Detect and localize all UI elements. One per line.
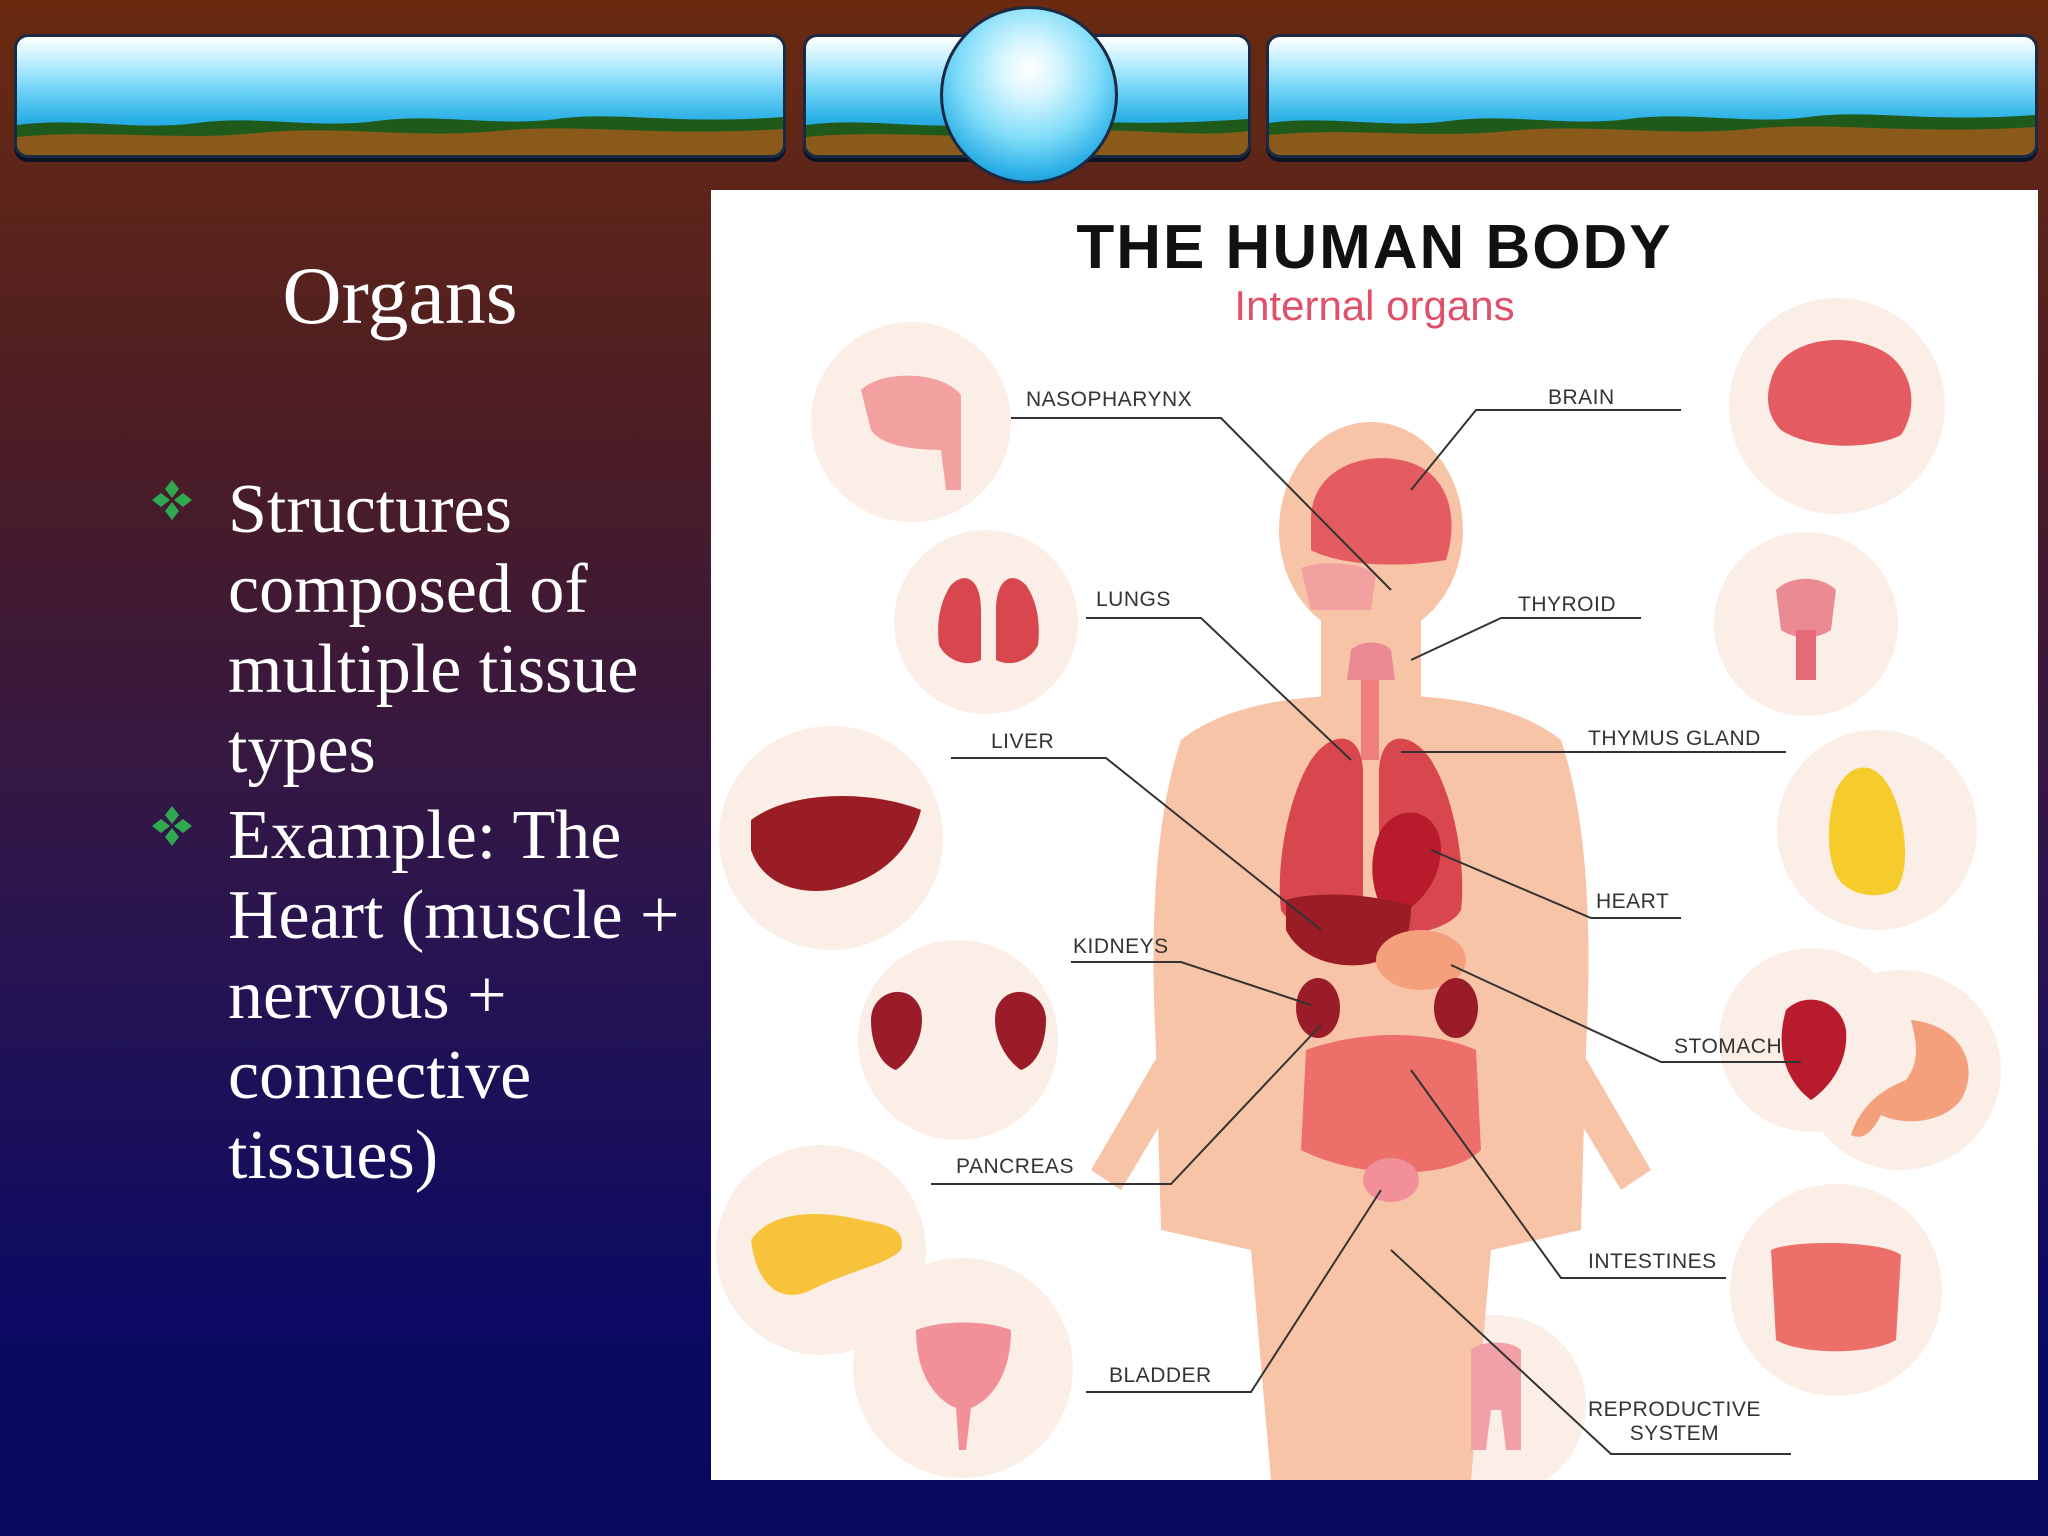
slide-title: Organs <box>282 250 518 341</box>
lungs-icon <box>938 578 1039 664</box>
liver-icon <box>751 796 921 891</box>
bullet-item: Structures composed of multiple tissue t… <box>150 470 710 790</box>
label-reproductive-line2: SYSTEM <box>1629 1422 1720 1445</box>
four-diamond-icon <box>152 480 192 520</box>
bullet-list: Structures composed of multiple tissue t… <box>150 470 710 1202</box>
label-kidneys: KIDNEYS <box>1073 935 1169 958</box>
label-liver: LIVER <box>991 730 1055 753</box>
lungs-circle <box>894 530 1078 714</box>
kidneys-icon <box>871 991 1046 1070</box>
trachea-shape <box>1361 680 1379 760</box>
label-reproductive-line1: REPRODUCTIVE <box>1588 1398 1761 1421</box>
kidneys-circle <box>858 940 1058 1140</box>
pancreas-icon <box>751 1214 902 1295</box>
label-brain: BRAIN <box>1548 386 1615 409</box>
bullet-text: Structures composed of multiple tissue t… <box>228 471 639 788</box>
brain-leader <box>1410 409 1681 491</box>
pancreas-leader <box>931 1024 1322 1185</box>
figure-title: THE HUMAN BODY <box>1076 213 1673 282</box>
liver-leader <box>951 757 1322 931</box>
label-reproductive: REPRODUCTIVE SYSTEM <box>1588 1398 1761 1446</box>
banner-right <box>1266 34 2038 158</box>
heart-icon <box>1781 999 1847 1100</box>
stomach-leader <box>1450 964 1801 1063</box>
bladder-icon <box>916 1322 1011 1450</box>
stomach-shape <box>1376 930 1466 990</box>
thyroid-trachea-icon <box>1796 630 1816 680</box>
label-lungs: LUNGS <box>1096 588 1171 611</box>
kidney-left-shape <box>1296 978 1340 1038</box>
stomach-icon <box>1851 1020 1969 1137</box>
four-diamond-icon <box>152 806 192 846</box>
stomach-circle <box>1801 970 2001 1170</box>
bladder-shape <box>1363 1158 1419 1202</box>
nasopharynx-shape <box>1301 563 1376 610</box>
globe-ornament <box>940 6 1118 184</box>
label-intestines: INTESTINES <box>1588 1250 1717 1273</box>
intestines-shape <box>1301 1035 1481 1173</box>
heart-shape <box>1372 812 1441 920</box>
thymus-icon <box>1828 767 1906 896</box>
reproductive-icon <box>1471 1342 1521 1450</box>
intestines-leader <box>1410 1069 1726 1279</box>
liver-shape <box>1286 894 1411 966</box>
bladder-leader <box>1086 1189 1382 1393</box>
figure-subtitle: Internal organs <box>1234 282 1515 329</box>
lungs-leader <box>1086 617 1352 761</box>
label-thyroid: THYROID <box>1518 593 1616 616</box>
intestines-icon <box>1771 1243 1901 1352</box>
label-bladder: BLADDER <box>1109 1364 1212 1387</box>
nasopharynx-icon <box>861 375 961 490</box>
brain-icon <box>1768 340 1912 446</box>
left-lung-shape <box>1279 738 1363 934</box>
reproductive-leader <box>1390 1249 1791 1455</box>
kidneys-leader <box>1071 961 1312 1006</box>
label-heart: HEART <box>1596 890 1670 913</box>
label-thymus: THYMUS GLAND <box>1588 727 1761 750</box>
kidney-right-shape <box>1434 978 1478 1038</box>
banner-left <box>14 34 786 158</box>
body-diagram <box>716 298 2001 1480</box>
label-nasopharynx: NASOPHARYNX <box>1026 388 1193 411</box>
human-body-figure: THE HUMAN BODY Internal organs <box>711 190 2038 1480</box>
nasopharynx-leader <box>1011 417 1392 591</box>
thyroid-shape <box>1347 642 1395 680</box>
label-stomach: STOMACH <box>1674 1035 1783 1058</box>
thyroid-leader <box>1410 617 1641 661</box>
thyroid-icon <box>1776 578 1836 638</box>
bullet-text: Example: The Heart (muscle + nervous + c… <box>228 797 680 1194</box>
label-pancreas: PANCREAS <box>956 1155 1074 1178</box>
bullet-item: Example: The Heart (muscle + nervous + c… <box>150 796 710 1196</box>
heart-leader <box>1430 849 1681 919</box>
